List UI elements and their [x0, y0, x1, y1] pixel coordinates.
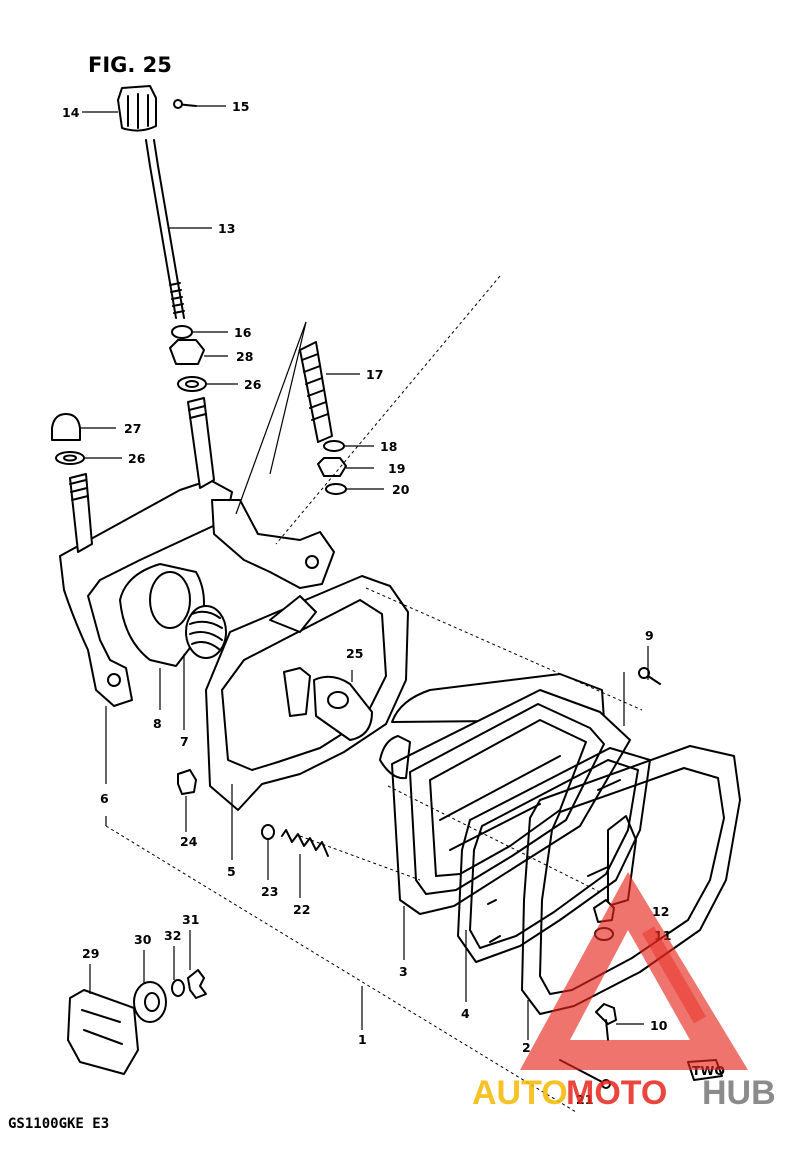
callout-10: 10: [650, 1018, 668, 1033]
callout-15: 15: [232, 99, 249, 114]
figure-title: FIG. 25: [88, 53, 172, 77]
callout-29: 29: [82, 946, 99, 961]
watermark-triangle-icon: [520, 872, 748, 1070]
part-19-nut: [317, 457, 347, 477]
part-14-knob: [117, 85, 157, 132]
part-20-washer: [325, 483, 347, 495]
watermark-hub: HUB: [702, 1074, 776, 1112]
part-30-grommet: [133, 981, 167, 1023]
model-code: GS1100GKE E3: [8, 1116, 109, 1132]
callout-21: 21: [576, 1092, 593, 1107]
part-24-clip: [177, 769, 197, 795]
part-13-adjust-rod: [145, 139, 185, 319]
part-26-washer-a: [177, 376, 207, 392]
callout-9: 9: [645, 628, 654, 643]
watermark-moto: MOTO: [566, 1074, 667, 1112]
callout-1: 1: [358, 1032, 367, 1047]
part-27-cap-nut: [51, 413, 81, 441]
leader-lines: [80, 105, 649, 1040]
part-8-socket-shell: [119, 563, 205, 667]
watermark-auto: AUTO: [472, 1074, 568, 1112]
part-3-sealed-beam-unit: [379, 673, 631, 915]
part-2-outer-rim: [521, 745, 741, 1015]
part-7-bulb-socket: [185, 605, 227, 659]
part-31-wing-nut: [187, 969, 207, 999]
alignment-lines: [105, 275, 643, 1113]
callout-7: 7: [180, 734, 189, 749]
callout-25: 25: [346, 646, 363, 661]
part-18-washer: [323, 440, 345, 452]
callout-8: 8: [153, 716, 162, 731]
callout-27: 27: [124, 421, 141, 436]
part-6-headlight-bracket: [59, 397, 335, 707]
callout-2: 2: [522, 1040, 531, 1055]
callout-22: 22: [293, 902, 310, 917]
callout-5: 5: [227, 864, 236, 879]
callout-12: 12: [652, 904, 669, 919]
callout-14: 14: [62, 105, 80, 120]
autotmotohub-watermark: AUTO MOTO HUB: [472, 872, 776, 1112]
callout-labels: 14 15 13 16 28 26 27 26 17 18 19 20 9 25…: [62, 99, 671, 1107]
callout-26a: 26: [244, 377, 262, 392]
callout-31: 31: [182, 912, 199, 927]
part-22-spring: [281, 829, 329, 857]
part-26-washer-b: [55, 451, 85, 465]
part-5-rim-frame: [205, 575, 409, 811]
part-15-screw: [173, 99, 197, 109]
part-25-bulb: [283, 667, 373, 741]
callout-20: 20: [392, 482, 410, 497]
part-16-washer: [171, 325, 193, 339]
part-17-spring-bolt: [299, 341, 333, 443]
callout-3: 3: [399, 964, 408, 979]
callout-19: 19: [388, 461, 405, 476]
callout-30: 30: [134, 932, 152, 947]
part-32-washer: [171, 979, 185, 997]
callout-26b: 26: [128, 451, 146, 466]
part-4-seal-ring: [457, 747, 651, 963]
callout-24: 24: [180, 834, 198, 849]
part-29-reflector: [67, 989, 139, 1075]
part-28-nut: [169, 339, 205, 365]
callout-32: 32: [164, 928, 181, 943]
part-23-washer: [261, 824, 275, 840]
callout-6: 6: [100, 791, 109, 806]
callout-28: 28: [236, 349, 253, 364]
callout-13: 13: [218, 221, 235, 236]
callout-16: 16: [234, 325, 252, 340]
callout-23: 23: [261, 884, 278, 899]
callout-17: 17: [366, 367, 383, 382]
part-9-screw: [638, 667, 661, 685]
callout-18: 18: [380, 439, 397, 454]
callout-4: 4: [461, 1006, 470, 1021]
part-10-screw: [595, 1003, 617, 1041]
